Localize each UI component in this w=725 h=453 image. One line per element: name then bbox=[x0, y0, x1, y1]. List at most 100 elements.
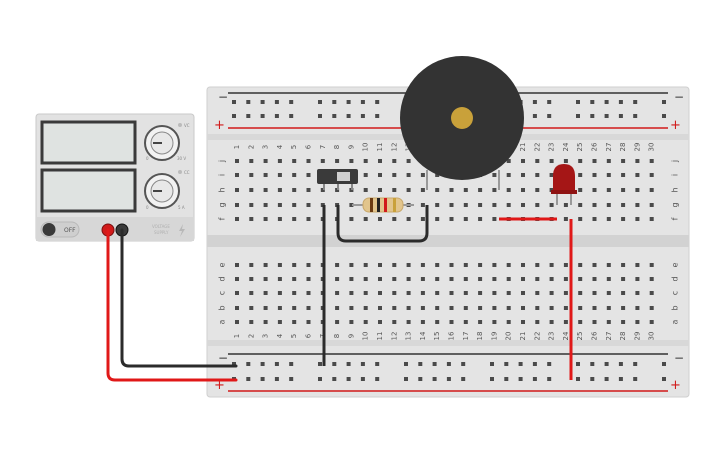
breadboard-hole[interactable] bbox=[235, 277, 239, 281]
breadboard-hole[interactable] bbox=[521, 173, 525, 177]
rail-hole[interactable] bbox=[532, 114, 537, 118]
breadboard-hole[interactable] bbox=[606, 320, 611, 324]
breadboard-hole[interactable] bbox=[249, 173, 254, 177]
breadboard-hole[interactable] bbox=[521, 320, 525, 324]
breadboard-hole[interactable] bbox=[549, 263, 554, 267]
breadboard-hole[interactable] bbox=[535, 306, 540, 310]
rail-hole[interactable] bbox=[547, 377, 552, 381]
breadboard-hole[interactable] bbox=[563, 203, 568, 207]
breadboard-hole[interactable] bbox=[521, 159, 525, 163]
breadboard-hole[interactable] bbox=[521, 263, 525, 267]
breadboard-hole[interactable] bbox=[606, 277, 611, 281]
rail-hole[interactable] bbox=[490, 362, 494, 366]
breadboard-hole[interactable] bbox=[363, 320, 368, 324]
rail-hole[interactable] bbox=[232, 362, 236, 366]
breadboard-hole[interactable] bbox=[363, 263, 368, 267]
breadboard-hole[interactable] bbox=[535, 159, 540, 163]
current-knob[interactable] bbox=[144, 173, 180, 209]
breadboard-hole[interactable] bbox=[263, 159, 268, 163]
breadboard-hole[interactable] bbox=[563, 263, 568, 267]
rail-hole[interactable] bbox=[446, 377, 451, 381]
breadboard-holes[interactable] bbox=[232, 100, 666, 381]
breadboard-hole[interactable] bbox=[578, 263, 583, 267]
breadboard-hole[interactable] bbox=[592, 320, 597, 324]
rail-hole[interactable] bbox=[576, 100, 580, 104]
breadboard-hole[interactable] bbox=[306, 277, 311, 281]
breadboard-hole[interactable] bbox=[449, 263, 454, 267]
breadboard-hole[interactable] bbox=[592, 188, 597, 192]
rail-hole[interactable] bbox=[618, 114, 623, 118]
breadboard-hole[interactable] bbox=[306, 217, 311, 221]
breadboard-hole[interactable] bbox=[306, 203, 311, 207]
breadboard-hole[interactable] bbox=[563, 291, 568, 295]
rail-hole[interactable] bbox=[246, 377, 251, 381]
breadboard-hole[interactable] bbox=[578, 291, 583, 295]
breadboard-hole[interactable] bbox=[635, 173, 640, 177]
breadboard-hole[interactable] bbox=[392, 217, 397, 221]
breadboard-hole[interactable] bbox=[249, 203, 254, 207]
breadboard-hole[interactable] bbox=[535, 277, 540, 281]
rail-hole[interactable] bbox=[375, 362, 380, 366]
breadboard-hole[interactable] bbox=[649, 159, 654, 163]
breadboard-hole[interactable] bbox=[335, 277, 340, 281]
breadboard-hole[interactable] bbox=[521, 203, 525, 207]
breadboard-hole[interactable] bbox=[621, 306, 626, 310]
breadboard-hole[interactable] bbox=[649, 291, 654, 295]
breadboard-hole[interactable] bbox=[463, 203, 468, 207]
supply-positive-wire[interactable] bbox=[106, 228, 238, 382]
breadboard-hole[interactable] bbox=[277, 277, 282, 281]
breadboard-hole[interactable] bbox=[277, 173, 282, 177]
rail-hole[interactable] bbox=[547, 362, 552, 366]
breadboard-hole[interactable] bbox=[535, 173, 540, 177]
breadboard-hole[interactable] bbox=[406, 306, 411, 310]
rail-hole[interactable] bbox=[274, 114, 279, 118]
breadboard-hole[interactable] bbox=[249, 306, 254, 310]
breadboard-hole[interactable] bbox=[478, 277, 483, 281]
breadboard-hole[interactable] bbox=[649, 203, 654, 207]
breadboard-hole[interactable] bbox=[378, 306, 382, 310]
breadboard-hole[interactable] bbox=[449, 320, 454, 324]
breadboard-hole[interactable] bbox=[478, 188, 483, 192]
breadboard-hole[interactable] bbox=[621, 173, 626, 177]
rail-hole[interactable] bbox=[633, 114, 638, 118]
breadboard[interactable]: − + − + − + − + 112233445566778899101011… bbox=[206, 86, 690, 398]
breadboard-hole[interactable] bbox=[449, 188, 454, 192]
breadboard-hole[interactable] bbox=[335, 291, 340, 295]
rail-hole[interactable] bbox=[576, 377, 580, 381]
breadboard-hole[interactable] bbox=[606, 159, 611, 163]
breadboard-hole[interactable] bbox=[406, 159, 411, 163]
breadboard-hole[interactable] bbox=[420, 188, 425, 192]
breadboard-hole[interactable] bbox=[306, 263, 311, 267]
rail-hole[interactable] bbox=[418, 377, 423, 381]
breadboard-hole[interactable] bbox=[578, 159, 583, 163]
breadboard-hole[interactable] bbox=[621, 217, 626, 221]
breadboard-hole[interactable] bbox=[435, 291, 440, 295]
breadboard-hole[interactable] bbox=[506, 159, 511, 163]
breadboard-hole[interactable] bbox=[235, 291, 239, 295]
breadboard-hole[interactable] bbox=[621, 188, 626, 192]
breadboard-hole[interactable] bbox=[406, 217, 411, 221]
breadboard-hole[interactable] bbox=[420, 277, 425, 281]
rail-hole[interactable] bbox=[576, 114, 580, 118]
breadboard-hole[interactable] bbox=[578, 173, 583, 177]
breadboard-hole[interactable] bbox=[335, 306, 340, 310]
rail-hole[interactable] bbox=[346, 377, 351, 381]
breadboard-hole[interactable] bbox=[349, 306, 354, 310]
breadboard-hole[interactable] bbox=[478, 291, 483, 295]
breadboard-hole[interactable] bbox=[606, 188, 611, 192]
breadboard-hole[interactable] bbox=[435, 306, 440, 310]
breadboard-hole[interactable] bbox=[563, 159, 568, 163]
breadboard-hole[interactable] bbox=[235, 263, 239, 267]
breadboard-hole[interactable] bbox=[549, 291, 554, 295]
breadboard-hole[interactable] bbox=[621, 320, 626, 324]
breadboard-hole[interactable] bbox=[621, 277, 626, 281]
breadboard-hole[interactable] bbox=[235, 306, 239, 310]
rail-hole[interactable] bbox=[375, 377, 380, 381]
rail-hole[interactable] bbox=[432, 377, 437, 381]
breadboard-hole[interactable] bbox=[463, 263, 468, 267]
breadboard-hole[interactable] bbox=[506, 203, 511, 207]
breadboard-hole[interactable] bbox=[592, 263, 597, 267]
supply-negative-wire[interactable] bbox=[120, 228, 238, 368]
breadboard-hole[interactable] bbox=[635, 217, 640, 221]
rail-hole[interactable] bbox=[418, 362, 423, 366]
